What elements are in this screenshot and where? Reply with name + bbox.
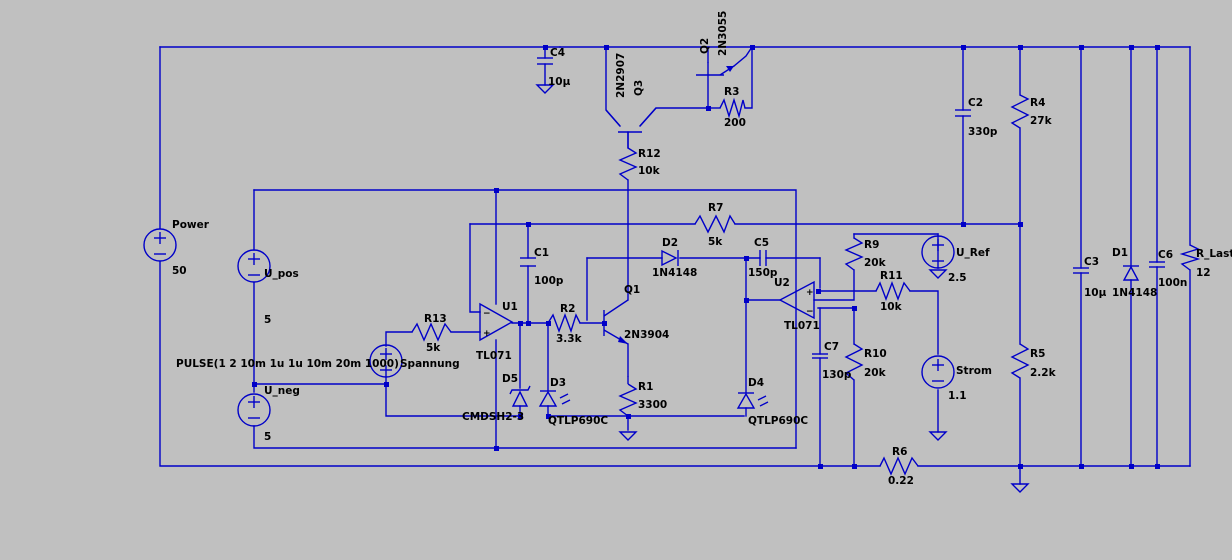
value-r4: 27k	[1030, 115, 1053, 127]
label-c2: C2	[968, 97, 983, 109]
label-q3: Q3	[633, 80, 645, 96]
label-r3: R3	[724, 86, 739, 98]
value-r1: 3300	[638, 399, 667, 411]
capacitors	[520, 57, 1165, 359]
labels: Power 50 U_pos 5 U_neg 5 PULSE(1 2 10m 1…	[172, 11, 1232, 487]
value-d5: CMDSH2-3	[462, 411, 524, 423]
label-r9: R9	[864, 239, 879, 251]
value-c2: 330p	[968, 126, 998, 138]
value-d2: 1N4148	[652, 267, 697, 279]
u-ref-source[interactable]	[921, 235, 955, 269]
value-power: 50	[172, 265, 187, 277]
label-c6: C6	[1158, 249, 1173, 261]
value-c7: 130p	[822, 369, 852, 381]
diodes	[509, 249, 1140, 409]
label-r4: R4	[1030, 97, 1045, 109]
label-d1: D1	[1112, 247, 1128, 259]
label-power: Power	[172, 219, 210, 231]
u-neg-source[interactable]	[237, 393, 271, 427]
junctions	[252, 45, 1160, 469]
transistor-q1[interactable]	[603, 299, 629, 345]
svg-text:+: +	[483, 329, 491, 339]
value-r9: 20k	[864, 257, 887, 269]
label-d2: D2	[662, 237, 678, 249]
value-u2: TL071	[784, 320, 820, 332]
value-r6: 0.22	[888, 475, 914, 487]
spannung-source[interactable]	[369, 344, 403, 378]
label-d5: D5	[502, 373, 518, 385]
label-c3: C3	[1084, 256, 1099, 268]
label-u-ref: U_Ref	[956, 247, 990, 259]
value-c5: 150p	[748, 267, 778, 279]
value-d1: 1N4148	[1112, 287, 1157, 299]
label-d3: D3	[550, 377, 566, 389]
value-r7: 5k	[708, 236, 723, 248]
value-u-pos: 5	[264, 314, 271, 326]
svg-text:−: −	[806, 307, 814, 317]
value-r12: 10k	[638, 165, 661, 177]
label-r6: R6	[892, 446, 907, 458]
value-d3: QTLP690C	[548, 415, 608, 427]
opamp-u1[interactable]: − +	[479, 302, 514, 342]
opamp-u2[interactable]: + −	[778, 280, 815, 320]
u-pos-source[interactable]	[237, 249, 271, 283]
power-source[interactable]	[143, 228, 177, 262]
svg-text:−: −	[483, 309, 491, 319]
value-r2: 3.3k	[556, 333, 583, 345]
strom-source[interactable]	[921, 355, 955, 389]
value-r5: 2.2k	[1030, 367, 1057, 379]
label-u-neg: U_neg	[264, 385, 300, 397]
label-d4: D4	[748, 377, 764, 389]
label-u2: U2	[774, 277, 790, 289]
label-r12: R12	[638, 148, 661, 160]
value-r-last: 12	[1196, 267, 1211, 279]
value-r11: 10k	[880, 301, 903, 313]
value-u-neg: 5	[264, 431, 271, 443]
label-spannung: Spannung	[400, 358, 460, 370]
label-c7: C7	[824, 341, 839, 353]
value-q2: 2N3055	[717, 11, 729, 56]
resistors	[411, 94, 1201, 476]
label-u-pos: U_pos	[264, 268, 299, 280]
label-u1: U1	[502, 301, 518, 313]
value-strom: 1.1	[948, 390, 967, 402]
label-c1: C1	[534, 247, 549, 259]
transistor-q2[interactable]	[696, 62, 735, 76]
label-c4: C4	[550, 47, 565, 59]
value-r3: 200	[724, 117, 746, 129]
value-r10: 20k	[864, 367, 887, 379]
value-d4: QTLP690C	[748, 415, 808, 427]
label-r5: R5	[1030, 348, 1045, 360]
value-c3: 10µ	[1084, 287, 1107, 299]
label-r2: R2	[560, 303, 575, 315]
value-q3: 2N2907	[615, 53, 627, 98]
value-r13: 5k	[426, 342, 441, 354]
label-r-last: R_Last	[1196, 248, 1232, 260]
label-strom: Strom	[956, 365, 992, 377]
label-pulse: PULSE(1 2 10m 1u 1u 10m 20m 1000)	[176, 358, 399, 370]
transistor-q3[interactable]	[605, 107, 657, 148]
value-u-ref: 2.5	[948, 272, 967, 284]
ground-symbols	[535, 84, 1030, 493]
value-c4: 10µ	[548, 76, 571, 88]
label-c5: C5	[754, 237, 769, 249]
label-r7: R7	[708, 202, 723, 214]
value-q1: 2N3904	[624, 329, 669, 341]
svg-text:+: +	[806, 288, 814, 298]
label-q1: Q1	[624, 284, 640, 296]
label-r11: R11	[880, 270, 903, 282]
wires	[159, 46, 1191, 485]
label-q2: Q2	[699, 38, 711, 54]
label-r13: R13	[424, 313, 447, 325]
label-r10: R10	[864, 348, 887, 360]
value-c1: 100p	[534, 275, 564, 287]
label-r1: R1	[638, 381, 653, 393]
value-c6: 100n	[1158, 277, 1187, 289]
value-u1: TL071	[476, 350, 512, 362]
